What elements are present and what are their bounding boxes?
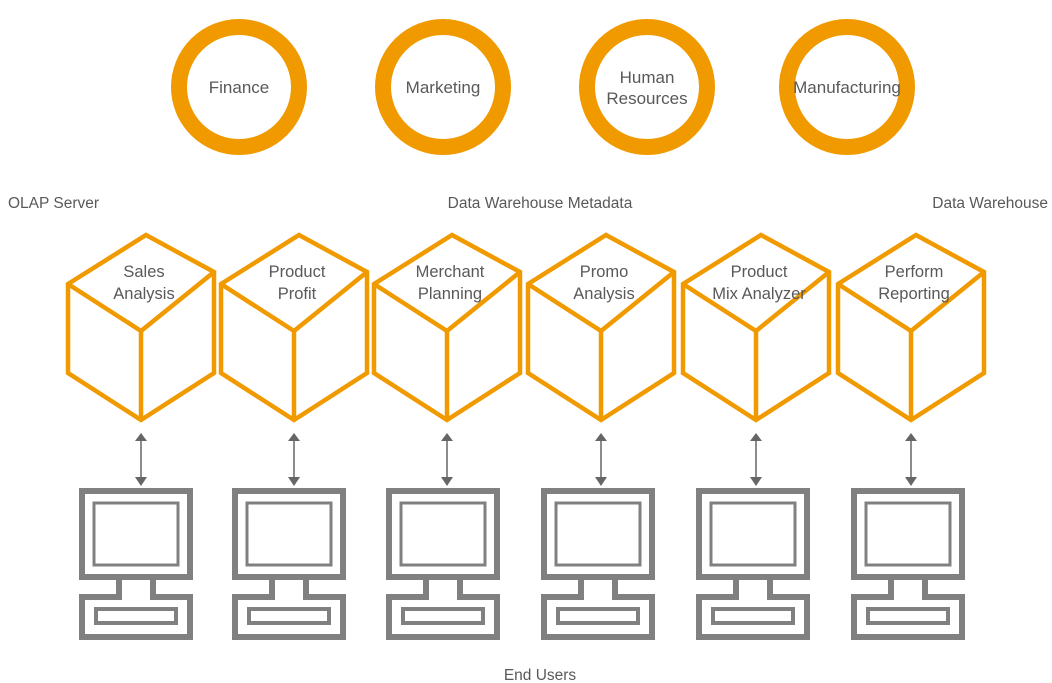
- double-arrow-icon: [595, 433, 607, 486]
- department-4: Manufacturing: [779, 19, 915, 155]
- department-label: Finance: [209, 78, 269, 97]
- double-arrow-icon: [135, 433, 147, 486]
- terminals-layer: [79, 488, 965, 640]
- cube-outline: [680, 232, 832, 423]
- arrows-layer: [135, 433, 917, 486]
- cube-label: Profit: [278, 285, 317, 303]
- cube-label: Promo: [580, 263, 629, 281]
- double-arrow-icon: [288, 433, 300, 486]
- department-ring: [579, 19, 715, 155]
- cube-label: Perform: [885, 263, 944, 281]
- cube-label: Sales: [123, 263, 164, 281]
- computer-terminal-icon: [232, 488, 346, 640]
- cube-label: Mix Analyzer: [712, 285, 806, 303]
- cube-label: Reporting: [878, 285, 950, 303]
- cube-label: Analysis: [573, 285, 634, 303]
- department-label: Resources: [606, 89, 687, 108]
- department-1: Finance: [171, 19, 307, 155]
- computer-terminal-icon: [541, 488, 655, 640]
- cube-outline: [65, 232, 217, 423]
- double-arrow-icon: [750, 433, 762, 486]
- computer-terminal-icon: [696, 488, 810, 640]
- department-ring: [375, 19, 511, 155]
- double-arrow-icon: [905, 433, 917, 486]
- cube-outline: [525, 232, 677, 423]
- cubes-layer: SalesAnalysisProductProfitMerchantPlanni…: [65, 232, 987, 423]
- end-users-label: End Users: [504, 667, 577, 683]
- department-2: Marketing: [375, 19, 511, 155]
- cube-outline: [835, 232, 987, 423]
- department-label: Manufacturing: [793, 78, 901, 97]
- cube-label: Analysis: [113, 285, 174, 303]
- metadata-label: Data Warehouse Metadata: [448, 195, 633, 212]
- department-label: Marketing: [406, 78, 481, 97]
- cube-outline: [218, 232, 370, 423]
- computer-terminal-icon: [851, 488, 965, 640]
- cube-label: Product: [731, 263, 788, 281]
- double-arrow-icon: [441, 433, 453, 486]
- olap-server-label: OLAP Server: [8, 195, 99, 212]
- department-ring: [171, 19, 307, 155]
- computer-terminal-icon: [386, 488, 500, 640]
- computer-terminal-icon: [79, 488, 193, 640]
- cube-label: Planning: [418, 285, 482, 303]
- cube-label: Product: [269, 263, 326, 281]
- data-warehouse-label: Data Warehouse: [932, 195, 1048, 212]
- department-ring: [779, 19, 915, 155]
- cube-label: Merchant: [416, 263, 485, 281]
- cube-outline: [371, 232, 523, 423]
- department-label: Human: [620, 68, 675, 87]
